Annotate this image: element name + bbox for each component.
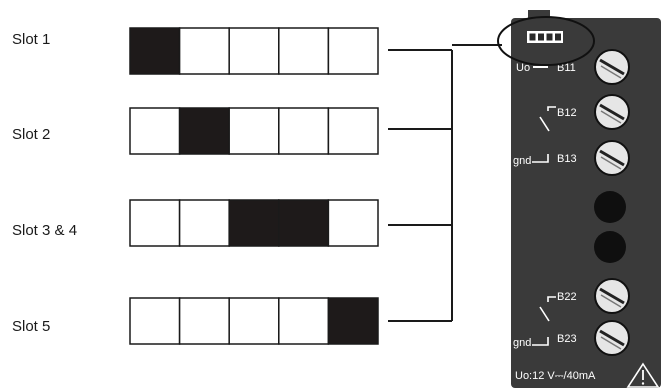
- gnd-label-1: gnd: [513, 155, 531, 167]
- slot-cell-empty: [129, 297, 181, 345]
- terminal-B11: B11: [557, 49, 630, 85]
- slot-3-4-label: Slot 3 & 4: [12, 222, 78, 239]
- terminal-label: B11: [557, 62, 576, 74]
- slot-1-label: Slot 1: [12, 31, 51, 48]
- terminal-B22: B22: [557, 278, 630, 314]
- module-body: [511, 18, 661, 388]
- slot-cell-empty: [178, 297, 230, 345]
- slot-cell-empty: [228, 27, 280, 75]
- terminal-label: B22: [557, 291, 577, 303]
- slot-cell-empty: [178, 199, 230, 247]
- terminal-B12: B12: [557, 94, 630, 130]
- slot-cell-filled: [278, 199, 330, 247]
- slot-2-label: Slot 2: [12, 126, 51, 143]
- warning-icon: [626, 362, 660, 388]
- led-frame: [527, 31, 563, 43]
- slot-cell-filled: [129, 27, 181, 75]
- slot-cell-empty: [178, 27, 230, 75]
- slot-cell-empty: [278, 107, 330, 155]
- slot-cell-empty: [278, 297, 330, 345]
- led-indicator: [527, 31, 563, 43]
- uo-label: Uo: [516, 62, 530, 74]
- terminal-B13: B13: [557, 140, 630, 176]
- slot-cell-empty: [228, 107, 280, 155]
- module-tab: [528, 10, 550, 20]
- slot-bar-1: [129, 27, 379, 75]
- slot-cell-empty: [129, 199, 181, 247]
- slot-bar-2: [129, 107, 379, 155]
- led-segment: [538, 33, 544, 41]
- empty-slot-hole-1: [594, 191, 626, 223]
- slot-bars: [129, 27, 379, 345]
- switch-symbols: [532, 106, 556, 346]
- led-segment: [546, 33, 553, 41]
- terminal-label: B12: [557, 107, 577, 119]
- slot-cell-filled: [178, 107, 230, 155]
- slot-cell-filled: [327, 297, 379, 345]
- slot-bar-3: [129, 199, 379, 247]
- slot-bar-4: [129, 297, 379, 345]
- slot-cell-empty: [228, 297, 280, 345]
- slot-cell-empty: [278, 27, 330, 75]
- led-segment: [529, 33, 536, 41]
- slot-cell-empty: [129, 107, 181, 155]
- led-segment: [555, 33, 561, 41]
- terminal-B23: B23: [557, 320, 630, 356]
- slot-cell-empty: [327, 199, 379, 247]
- highlight-ellipse: [497, 16, 595, 66]
- slot-cell-empty: [327, 27, 379, 75]
- rating-label: Uo:12 V⎓/40mA: [515, 370, 596, 382]
- slot-cell-filled: [228, 199, 280, 247]
- connector-lines: [388, 44, 502, 322]
- terminal-label: B13: [557, 153, 577, 165]
- slot-cell-empty: [327, 107, 379, 155]
- terminal-label: B23: [557, 333, 577, 345]
- gnd-label-2: gnd: [513, 337, 531, 349]
- slot-5-label: Slot 5: [12, 318, 51, 335]
- empty-slot-hole-2: [594, 231, 626, 263]
